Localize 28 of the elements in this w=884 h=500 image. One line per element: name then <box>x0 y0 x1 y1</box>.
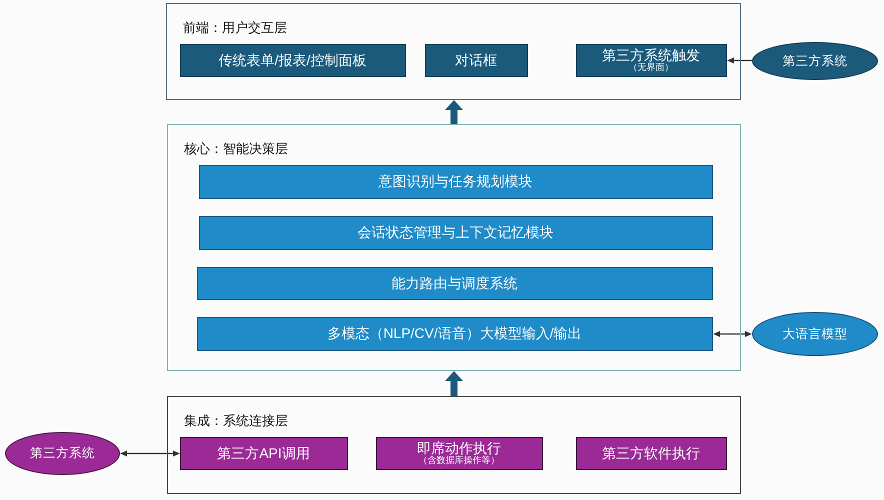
arrow <box>120 450 180 456</box>
arrow <box>713 331 752 337</box>
module-box: 对话框 <box>424 44 528 76</box>
module-box: 传统表单/报表/控制面板 <box>180 44 406 76</box>
box-label: 第三方系统触发 <box>602 47 700 63</box>
module-box: 第三方API调用 <box>180 436 348 470</box>
block-arrow <box>445 371 463 396</box>
box-label: 即席动作执行 <box>417 440 501 456</box>
panel-title: 集成：系统连接层 <box>184 413 288 429</box>
arrow <box>727 58 752 64</box>
ellipse-node: 大语言模型 <box>752 312 878 356</box>
box-note: （无界面） <box>628 63 674 73</box>
module-box <box>376 436 542 470</box>
layer-panel <box>167 396 741 494</box>
panel-title: 前端：用户交互层 <box>183 20 287 36</box>
block-arrow <box>445 100 463 124</box>
module-box: 第三方软件执行 <box>576 436 726 470</box>
module-box: 能力路由与调度系统 <box>196 266 712 300</box>
ellipse-node: 第三方系统 <box>752 42 878 80</box>
module-box: 多模态（NLP/CV/语音）大模型输入/输出 <box>196 316 712 350</box>
module-box: 意图识别与任务规划模块 <box>198 164 712 198</box>
module-box <box>576 44 726 76</box>
panel-title: 核心：智能决策层 <box>184 141 288 157</box>
box-note: （含数据库操作等） <box>418 456 500 466</box>
ellipse-node: 第三方系统 <box>5 432 120 475</box>
module-box: 会话状态管理与上下文记忆模块 <box>198 216 712 250</box>
layer-panel <box>166 3 741 100</box>
layer-panel <box>167 124 741 371</box>
